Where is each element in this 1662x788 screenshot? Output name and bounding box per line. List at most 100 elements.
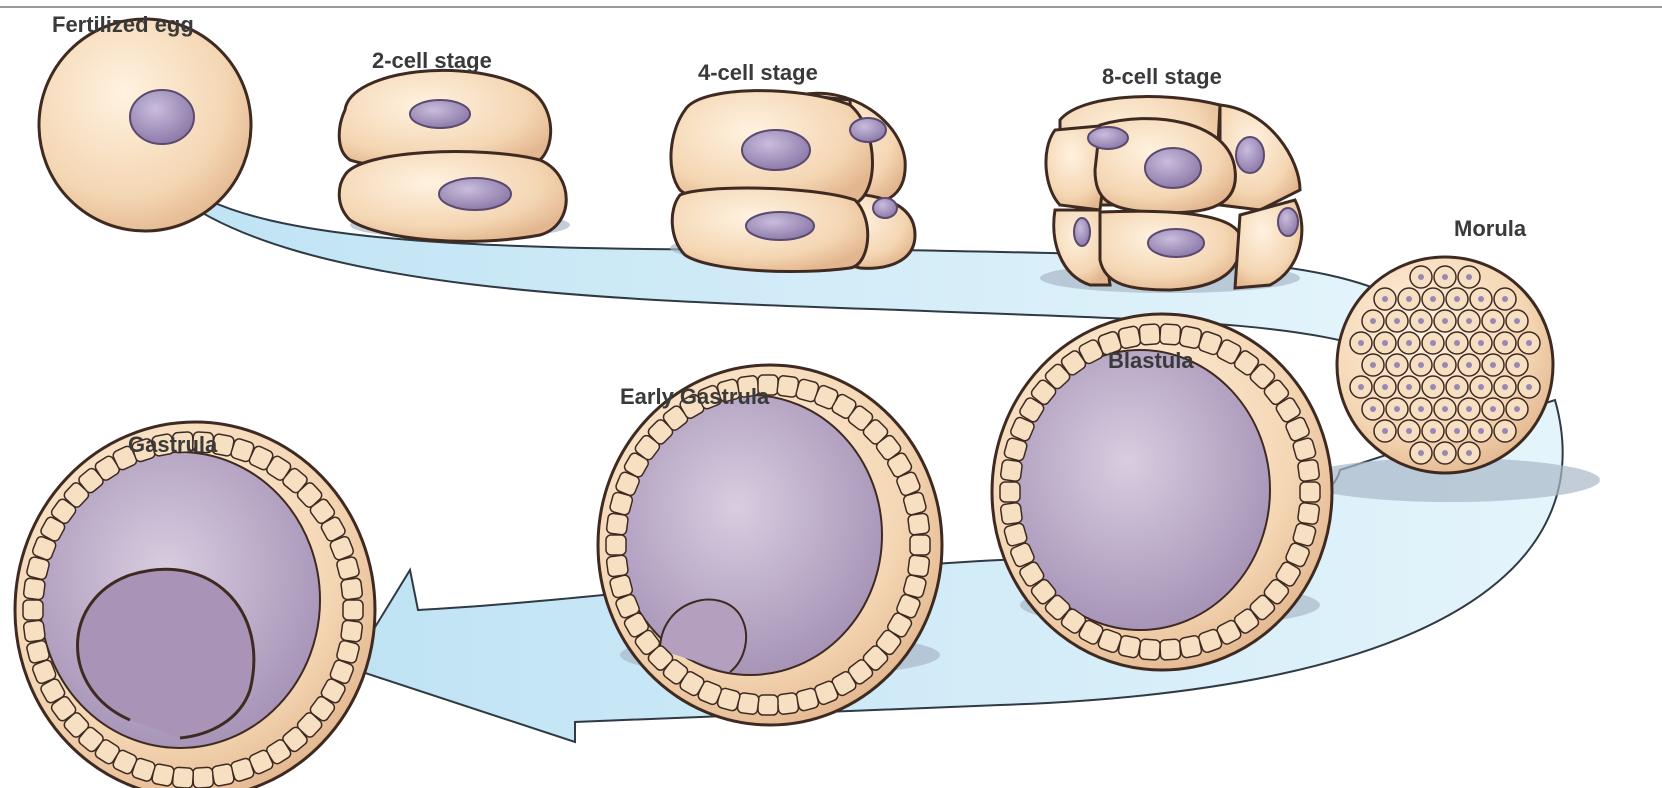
embryo-cell (1160, 324, 1181, 345)
embryo-cell (23, 620, 45, 642)
morula-cell-nucleus (1466, 362, 1472, 368)
morula-cell-nucleus (1502, 340, 1508, 346)
gastrula-embryo (15, 422, 375, 788)
embryo-cell (907, 555, 929, 577)
morula-cell-nucleus (1466, 406, 1472, 412)
morula-cell-nucleus (1514, 406, 1520, 412)
morula-cell-nucleus (1406, 296, 1412, 302)
embryo-cell (1292, 437, 1317, 462)
morula-cell-nucleus (1394, 318, 1400, 324)
morula-cell-nucleus (1478, 384, 1484, 390)
label-gastrula: Gastrula (128, 432, 218, 457)
embryo-cell (1160, 639, 1181, 660)
embryo-cell (23, 578, 45, 600)
embryo-cell (23, 600, 43, 620)
embryo-cell (1000, 502, 1023, 525)
morula-cell-nucleus (1454, 296, 1460, 302)
morula-cell-nucleus (1406, 384, 1412, 390)
morula-cell-nucleus (1430, 296, 1436, 302)
label-fertilized-egg: Fertilized egg (52, 12, 194, 37)
embryo-cell (336, 556, 360, 580)
morula-cell-nucleus (1406, 340, 1412, 346)
morula-cell-nucleus (1466, 450, 1472, 456)
embryo-cell (1139, 639, 1160, 660)
morula-cell-nucleus (1442, 362, 1448, 368)
two-cell-embryo (339, 70, 566, 241)
label-8-cell-stage: 8-cell stage (1102, 64, 1222, 89)
morula-cell-nucleus (1442, 406, 1448, 412)
embryo-cell (172, 767, 193, 788)
early-gastrula-embryo (598, 365, 942, 725)
morula-cell-nucleus (1442, 274, 1448, 280)
embryo-cell (758, 695, 778, 715)
embryo-cell (903, 491, 927, 515)
morula-cell-nucleus (1418, 450, 1424, 456)
embryo-cell (1000, 459, 1023, 482)
morula-cell-nucleus (1430, 340, 1436, 346)
morula-cell-nucleus (1502, 296, 1508, 302)
label-2-cell-stage: 2-cell stage (372, 48, 492, 73)
morula-cell-nucleus (1514, 318, 1520, 324)
morula-cell-nucleus (1418, 318, 1424, 324)
embryo-cell (907, 513, 929, 535)
embryo-cell (343, 600, 363, 620)
label-blastula: Blastula (1108, 348, 1194, 373)
morula-cell-nucleus (1370, 406, 1376, 412)
embryo-cell (1179, 635, 1203, 659)
label-morula: Morula (1454, 216, 1527, 241)
morula-cell-nucleus (1466, 274, 1472, 280)
morula-cell-nucleus (1358, 384, 1364, 390)
embryo-cell (1118, 325, 1142, 349)
embryo-cell (341, 620, 363, 642)
embryo-cell (777, 692, 799, 714)
embryo-cell (1297, 459, 1320, 482)
morula-cell-nucleus (1514, 362, 1520, 368)
morula-cell-nucleus (1490, 362, 1496, 368)
morula-cell-nucleus (1454, 384, 1460, 390)
label-early-gastrula: Early Gastrula (620, 384, 770, 409)
fertilized-egg-cell (39, 19, 251, 231)
morula-cell-nucleus (1418, 406, 1424, 412)
embryo-cell (192, 767, 213, 788)
morula-cell-nucleus (1418, 274, 1424, 280)
embryo-cell (606, 513, 628, 535)
embryo-cell (606, 535, 626, 555)
four-cell-embryo (671, 91, 915, 272)
morula-cell-nucleus (1490, 318, 1496, 324)
morula-cell-nucleus (1382, 296, 1388, 302)
morula-cell-nucleus (1442, 318, 1448, 324)
morula-cell-nucleus (1526, 384, 1532, 390)
morula-cell-nucleus (1382, 340, 1388, 346)
morula-cell-nucleus (1430, 428, 1436, 434)
embryo-cell (26, 640, 50, 664)
embryo-cell (1300, 482, 1320, 502)
morula-embryo (1337, 257, 1553, 473)
embryo-cell (910, 535, 930, 555)
morula-cell-nucleus (1454, 428, 1460, 434)
morula-cell-nucleus (1466, 318, 1472, 324)
morula-cell-nucleus (1454, 340, 1460, 346)
morula-cell-nucleus (1502, 384, 1508, 390)
morula-cell-nucleus (1478, 296, 1484, 302)
label-4-cell-stage: 4-cell stage (698, 60, 818, 85)
morula-cell-nucleus (1442, 450, 1448, 456)
morula-cell-nucleus (1382, 384, 1388, 390)
embryo-cell (1000, 482, 1020, 502)
eight-cell-embryo (1046, 97, 1302, 290)
morula-cell-nucleus (1394, 406, 1400, 412)
morula-cell-nucleus (1406, 428, 1412, 434)
morula-cell-nucleus (1370, 362, 1376, 368)
embryo-cell (211, 763, 234, 786)
morula-cell-nucleus (1370, 318, 1376, 324)
embryo-cell (1139, 324, 1160, 345)
embryo-cell (341, 578, 363, 600)
morula-cell-nucleus (1490, 406, 1496, 412)
embryo-cell (1297, 502, 1320, 525)
morula-cell-nucleus (1394, 362, 1400, 368)
morula-cell-nucleus (1526, 340, 1532, 346)
embryo-cell (609, 574, 633, 598)
embryo-cell (1003, 522, 1028, 547)
morula-cell-nucleus (1358, 340, 1364, 346)
morula-cell-nucleus (1478, 340, 1484, 346)
